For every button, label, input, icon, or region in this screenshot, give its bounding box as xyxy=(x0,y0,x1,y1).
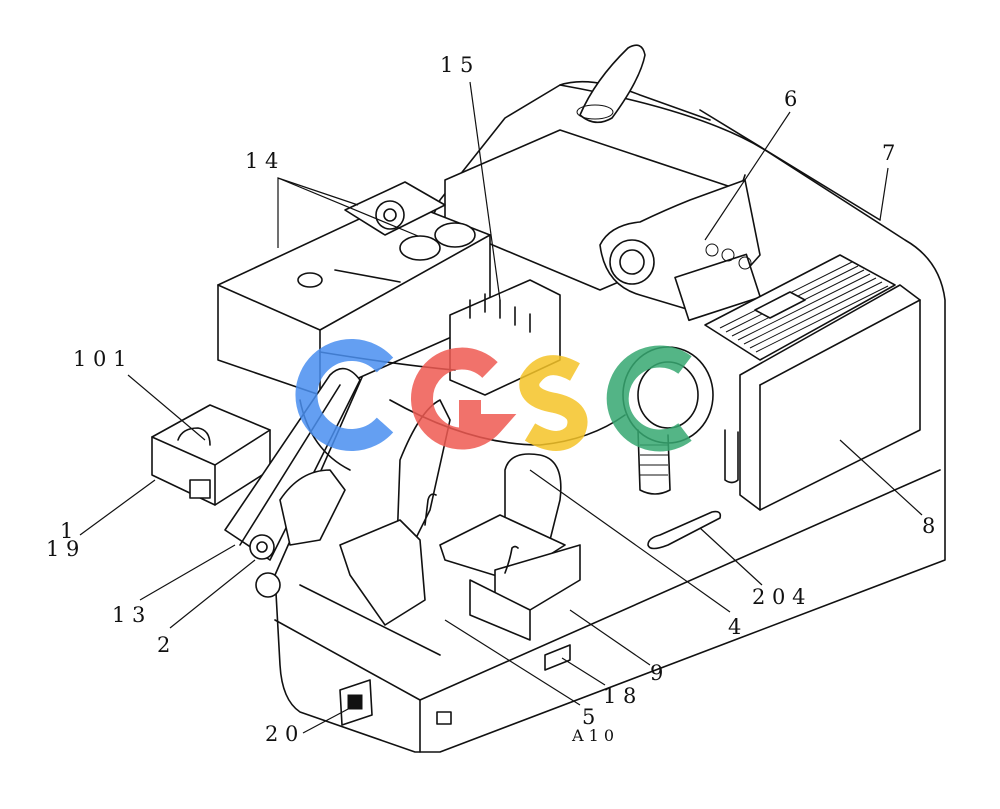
callout-labels: 1 5 6 7 1 4 1 0 1 8 1 1 9 2 0 4 1 3 4 2 … xyxy=(46,53,935,746)
step-plate xyxy=(647,510,722,550)
exhaust-stack xyxy=(576,44,646,124)
callout-18: 1 8 xyxy=(603,684,636,708)
watermark-letter-c-green xyxy=(606,345,692,452)
hydraulic-tank xyxy=(217,181,491,396)
turbo-assembly xyxy=(599,179,762,322)
callout-9: 9 xyxy=(650,661,663,685)
callout-204: 2 0 4 xyxy=(752,585,805,609)
boom-arm xyxy=(224,367,361,598)
leader-lines xyxy=(79,81,923,734)
access-panel xyxy=(339,679,452,726)
callout-14: 1 4 xyxy=(245,149,278,173)
radiator-grille xyxy=(704,254,896,361)
callout-4: 4 xyxy=(728,615,741,639)
callout-2: 2 xyxy=(157,633,170,657)
callout-7: 7 xyxy=(882,141,895,165)
control-console xyxy=(339,399,451,626)
side-cabinet xyxy=(724,284,921,511)
callout-19: 1 9 xyxy=(46,537,79,561)
callout-13: 1 3 xyxy=(112,603,145,627)
battery-box xyxy=(151,404,271,506)
callout-a10: A 1 0 xyxy=(571,726,614,745)
callout-101: 1 0 1 xyxy=(73,347,126,371)
decal-plate xyxy=(544,644,571,671)
watermark-letter-c-blue xyxy=(295,339,394,451)
watermark-logo xyxy=(295,339,692,452)
callout-8: 8 xyxy=(922,514,935,538)
watermark-letter-s-yellow xyxy=(519,355,588,451)
operator-seat xyxy=(439,453,581,641)
callout-15: 1 5 xyxy=(440,53,473,77)
callout-1: 1 xyxy=(60,519,73,543)
callout-6: 6 xyxy=(784,87,797,111)
callout-20: 2 0 xyxy=(265,722,298,746)
watermark-letter-s-red xyxy=(411,347,517,450)
callout-5: 5 xyxy=(582,705,595,729)
